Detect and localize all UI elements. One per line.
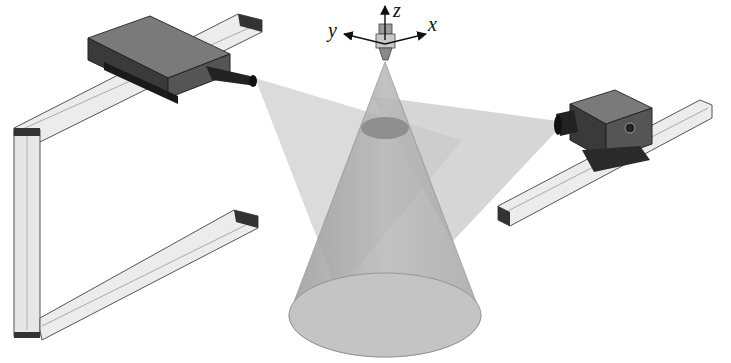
cone-base — [289, 273, 481, 357]
lens-front — [249, 75, 257, 87]
y-axis — [344, 34, 385, 44]
post-cap — [14, 332, 40, 338]
frame-bottom-bar — [40, 210, 258, 340]
post-groove — [27, 136, 28, 330]
post-cap — [14, 128, 40, 136]
x-axis — [385, 34, 426, 44]
bar-end-cap — [238, 14, 262, 32]
spray-cone — [289, 62, 481, 357]
z-axis — [384, 6, 385, 40]
axis-label: x — [428, 14, 437, 34]
bar-groove — [42, 220, 256, 326]
camera-lens — [206, 66, 256, 86]
frame-post — [14, 130, 40, 336]
frame-top-bar — [14, 14, 262, 142]
camera-mount — [582, 146, 650, 172]
nozzle-tip — [379, 48, 392, 60]
lens-front — [554, 115, 562, 135]
rail-end-cap — [498, 206, 510, 226]
bar-end-cap — [234, 210, 258, 228]
camera-connector — [625, 123, 635, 133]
axis-label: y — [328, 20, 337, 40]
camera-mount — [104, 62, 178, 104]
axis-label: z — [393, 0, 401, 20]
cone-section — [361, 117, 409, 139]
